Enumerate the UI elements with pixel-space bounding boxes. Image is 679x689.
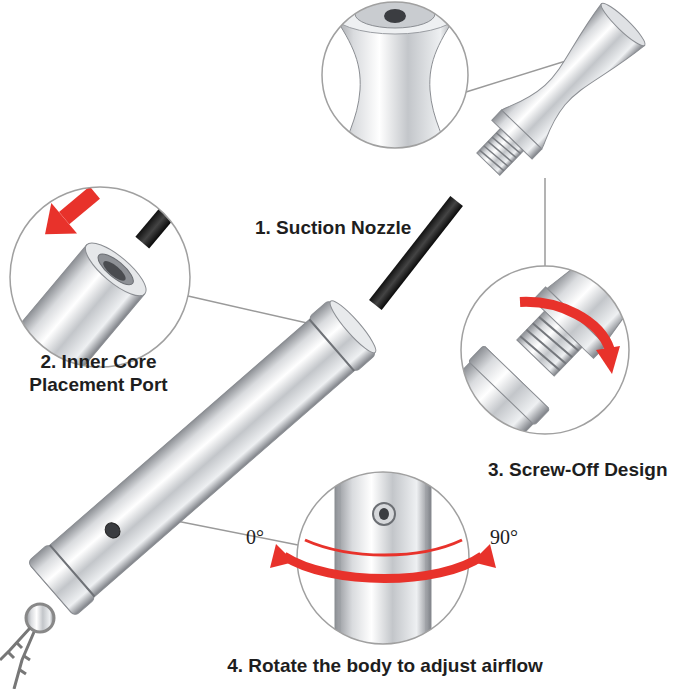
keychain	[0, 604, 54, 689]
part-label: 2. Inner Core Placement Port	[6, 350, 191, 396]
angle-label: 0°	[246, 526, 286, 549]
suction-nozzle	[467, 0, 649, 185]
part-label: 1. Suction Nozzle	[255, 216, 475, 239]
port-detail-callout	[0, 160, 213, 447]
inner-core	[369, 196, 463, 310]
airflow-detail-callout	[270, 460, 496, 660]
part-label: 4. Rotate the body to adjust airflow	[150, 654, 620, 677]
nozzle-detail-callout	[322, 0, 468, 160]
angle-label: 90°	[490, 526, 540, 549]
screw-detail-callout	[421, 234, 657, 474]
part-label: 3. Screw-Off Design	[488, 458, 678, 481]
